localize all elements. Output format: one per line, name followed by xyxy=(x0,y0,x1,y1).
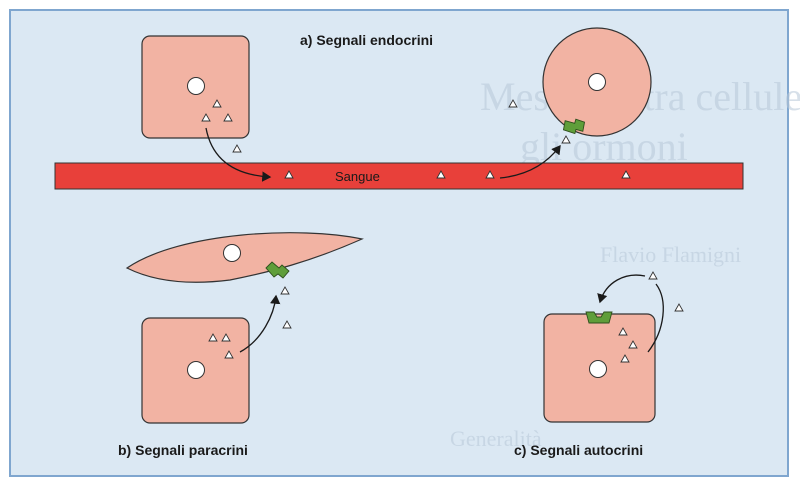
hormone-triangle xyxy=(674,303,684,312)
hormone-triangle xyxy=(280,286,290,295)
hormone-triangle xyxy=(224,350,234,359)
hormone-triangle xyxy=(232,144,242,153)
figure-panel xyxy=(9,9,789,477)
secretion-arrow xyxy=(205,127,272,182)
autocrine-arrow-out xyxy=(647,283,664,353)
delivery-arrow xyxy=(499,144,561,179)
endocrine-title: a) Segnali endocrini xyxy=(300,32,433,48)
paracrine-secreting-nucleus xyxy=(187,361,205,379)
autocrine-receptor xyxy=(585,311,613,324)
autocrine-nucleus xyxy=(589,360,607,378)
autocrine-title: c) Segnali autocrini xyxy=(514,442,643,458)
hormone-triangle xyxy=(212,99,222,108)
hormone-triangle xyxy=(485,170,495,179)
hormone-triangle xyxy=(621,170,631,179)
blood-vessel-label: Sangue xyxy=(335,169,380,184)
background-text-3: Flavio Flamigni xyxy=(600,242,741,267)
hormone-triangle xyxy=(561,135,571,144)
hormone-triangle xyxy=(208,333,218,342)
hormone-triangle xyxy=(284,170,294,179)
hormone-triangle xyxy=(223,113,233,122)
autocrine-section: c) Segnali autocrini xyxy=(514,271,684,458)
background-text-4: Generalità xyxy=(450,426,542,451)
hormone-triangle xyxy=(436,170,446,179)
blood-vessel xyxy=(54,162,744,190)
paracrine-receptor xyxy=(265,261,290,279)
endocrine-secreting-nucleus xyxy=(187,77,205,95)
endocrine-section: a) Segnali endocrini Sangue xyxy=(54,27,744,190)
paracrine-target-cell xyxy=(125,232,364,283)
hormone-triangle xyxy=(508,99,518,108)
paracrine-section: b) Segnali paracrini xyxy=(118,232,364,458)
hormone-triangle xyxy=(282,320,292,329)
hormone-triangle xyxy=(221,333,231,342)
hormone-triangle xyxy=(201,113,211,122)
hormone-triangle xyxy=(628,340,638,349)
paracrine-title: b) Segnali paracrini xyxy=(118,442,248,458)
hormone-triangle xyxy=(648,271,658,280)
hormone-triangle xyxy=(620,354,630,363)
endocrine-receptor xyxy=(562,118,586,135)
endocrine-target-nucleus xyxy=(588,73,606,91)
paracrine-arrow xyxy=(239,294,281,353)
hormone-triangle xyxy=(618,327,628,336)
autocrine-arrow-back xyxy=(597,274,646,304)
paracrine-target-nucleus xyxy=(223,244,241,262)
